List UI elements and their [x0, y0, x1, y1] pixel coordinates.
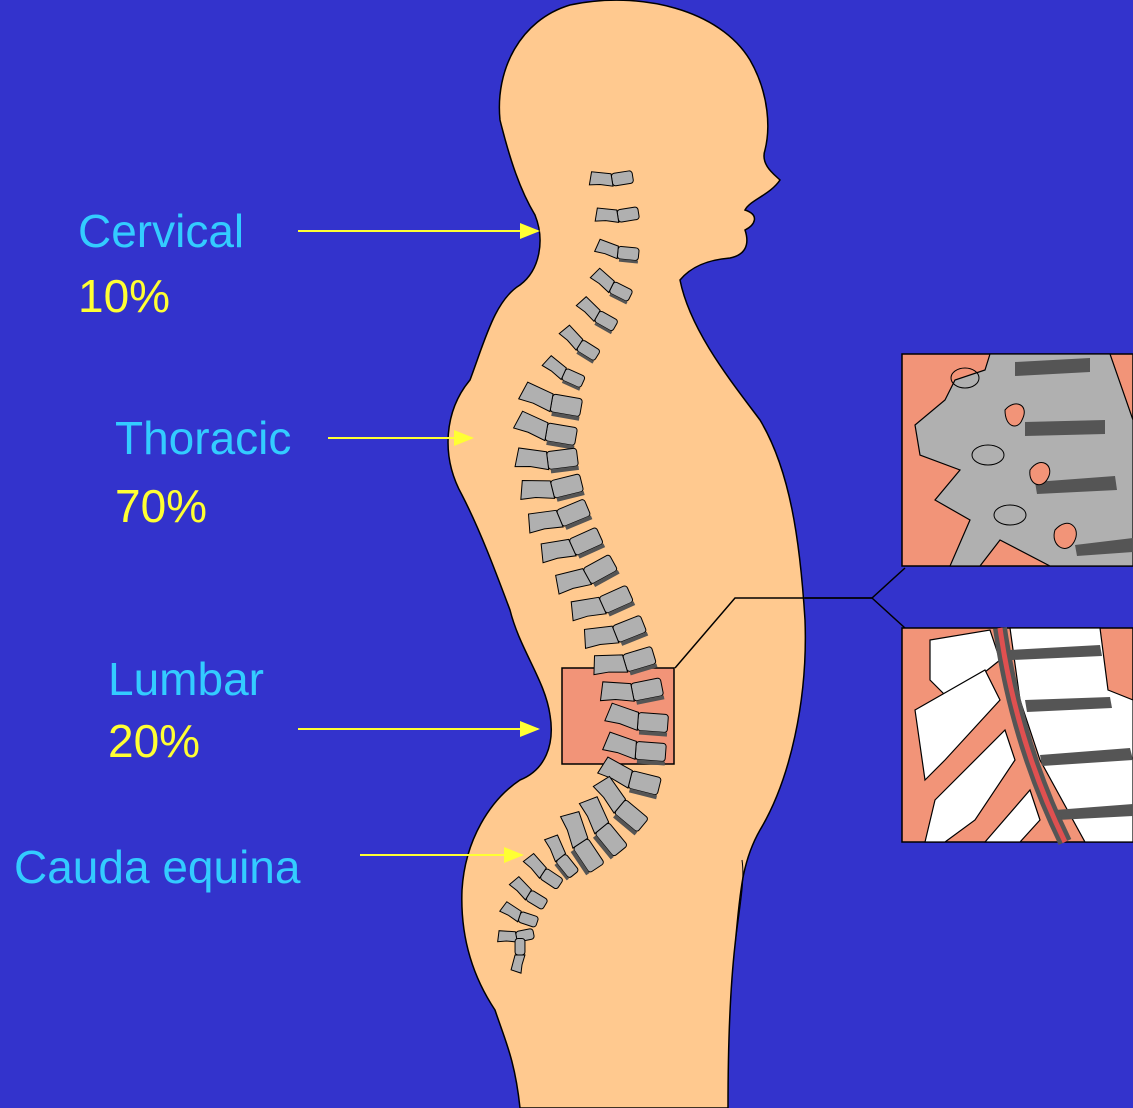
inset-spinal-cord-section [902, 628, 1133, 842]
inset-vertebrae-closeup [902, 354, 1133, 566]
lumbar-percent: 20% [108, 718, 200, 764]
cauda-equina-label: Cauda equina [14, 844, 300, 890]
thoracic-label: Thoracic [115, 415, 291, 461]
callout-line-lower [872, 598, 905, 628]
cervical-label: Cervical [78, 208, 244, 254]
lumbar-label: Lumbar [108, 656, 264, 702]
thoracic-percent: 70% [115, 483, 207, 529]
cervical-percent: 10% [78, 273, 170, 319]
